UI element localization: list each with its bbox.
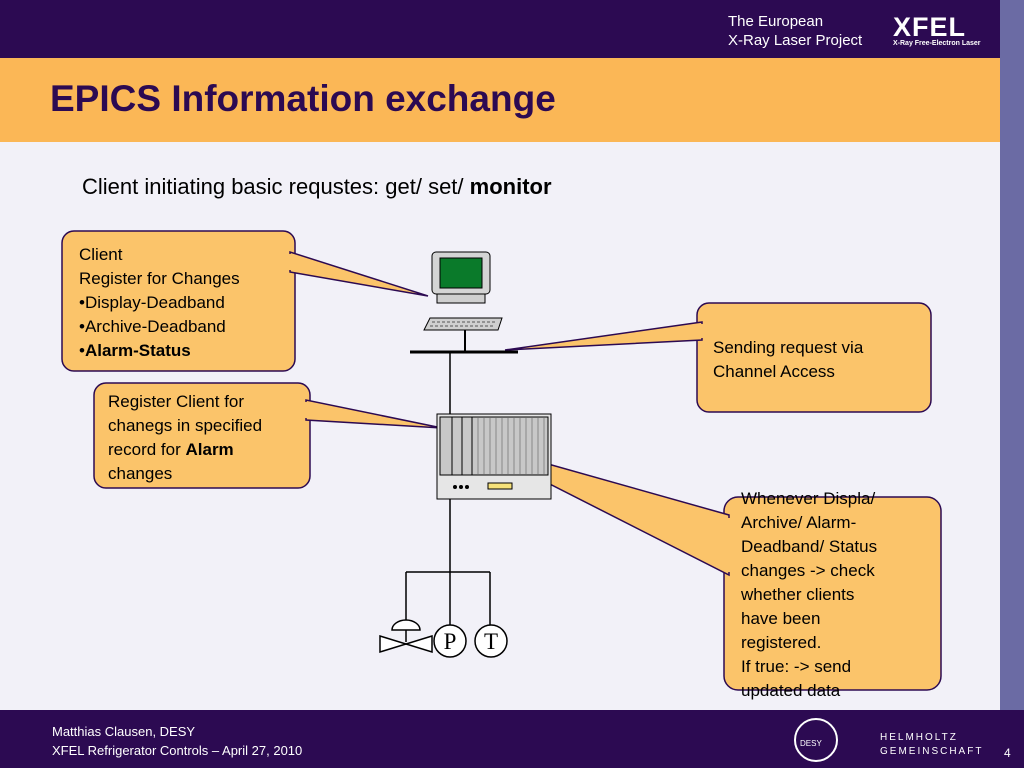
helmholtz-logo: HELMHOLTZ GEMEINSCHAFT xyxy=(880,731,983,759)
right-strip xyxy=(1000,0,1024,768)
xfel-logo: XFEL xyxy=(893,12,967,42)
client-line-2: Register for Changes xyxy=(79,269,240,288)
pressure-label: P xyxy=(444,629,457,654)
helmholtz-line-1: HELMHOLTZ xyxy=(880,732,958,743)
footer-author: Matthias Clausen, DESY xyxy=(52,724,196,739)
sending-line-1: Sending request via xyxy=(713,338,864,357)
register-line-3: record for Alarm xyxy=(108,438,262,462)
footer-bar xyxy=(0,710,1024,768)
whenever-line-1: Whenever Displa/ xyxy=(741,489,876,508)
client-line-5-prefix: • xyxy=(79,341,85,360)
register-line-3-prefix: record for xyxy=(108,440,186,459)
callout-whenever: Whenever Displa/ Archive/ Alarm- Deadban… xyxy=(741,487,877,703)
title-band xyxy=(0,58,1000,142)
whenever-line-5: whether clients xyxy=(741,585,855,604)
register-line-2: chanegs in specified xyxy=(108,416,263,435)
register-line-1: Register Client for xyxy=(108,392,245,411)
whenever-line-2: Archive/ Alarm- xyxy=(741,513,857,532)
callout-register-shape xyxy=(93,382,443,489)
callout-sending: Sending request via Channel Access xyxy=(713,336,863,384)
sending-line-2: Channel Access xyxy=(713,362,835,381)
subtitle-text: Client initiating basic requstes: get/ s… xyxy=(82,174,470,199)
xfel-logo-subtext: X-Ray Free-Electron Laser xyxy=(893,40,981,47)
temperature-sensor-icon: T xyxy=(474,624,508,658)
brand-line-1: The European xyxy=(728,13,824,30)
whenever-line-7: registered. xyxy=(741,633,822,652)
register-line-4: changes xyxy=(108,464,173,483)
client-line-1: Client xyxy=(79,245,123,264)
whenever-line-8: If true: -> send xyxy=(741,657,852,676)
whenever-line-4: changes -> check xyxy=(741,561,875,580)
footer-event: XFEL Refrigerator Controls – April 27, 2… xyxy=(52,743,303,758)
computer-workstation-icon xyxy=(423,251,503,331)
subtitle: Client initiating basic requstes: get/ s… xyxy=(82,174,552,200)
client-line-4: •Archive-Deadband xyxy=(79,317,226,336)
temperature-label: T xyxy=(484,629,498,654)
whenever-line-3: Deadband/ Status xyxy=(741,537,878,556)
whenever-line-9: updated data xyxy=(741,681,841,700)
footer-text: Matthias Clausen, DESY XFEL Refrigerator… xyxy=(52,722,302,760)
register-line-3-bold: Alarm xyxy=(185,440,234,459)
desy-logo xyxy=(794,718,838,762)
helmholtz-line-2: GEMEINSCHAFT xyxy=(880,746,984,757)
page-number: 4 xyxy=(1004,746,1011,760)
whenever-line-6: have been xyxy=(741,609,821,628)
callout-sending-shape xyxy=(504,302,932,413)
subtitle-bold: monitor xyxy=(469,174,552,199)
desy-logo-text: DESY xyxy=(800,739,822,748)
network-bus xyxy=(405,330,518,625)
callout-client: Client Register for Changes •Display-Dea… xyxy=(79,243,240,363)
client-line-5-bold: Alarm-Status xyxy=(84,341,191,360)
valve-icon xyxy=(379,619,433,654)
brand-text: The European X-Ray Laser Project xyxy=(728,12,862,50)
callout-register: Register Client for chanegs in specified… xyxy=(108,390,262,486)
brand-line-2: X-Ray Laser Project xyxy=(728,32,863,49)
callout-client-shape xyxy=(61,230,429,372)
header-bar xyxy=(0,0,1024,58)
page-title: EPICS Information exchange xyxy=(50,78,556,119)
diagram-canvas: P T xyxy=(61,230,942,691)
vme-crate-icon xyxy=(436,413,552,500)
client-line-5: •Alarm-Status xyxy=(79,339,240,363)
client-line-3: •Display-Deadband xyxy=(79,293,225,312)
pressure-sensor-icon: P xyxy=(433,624,467,658)
